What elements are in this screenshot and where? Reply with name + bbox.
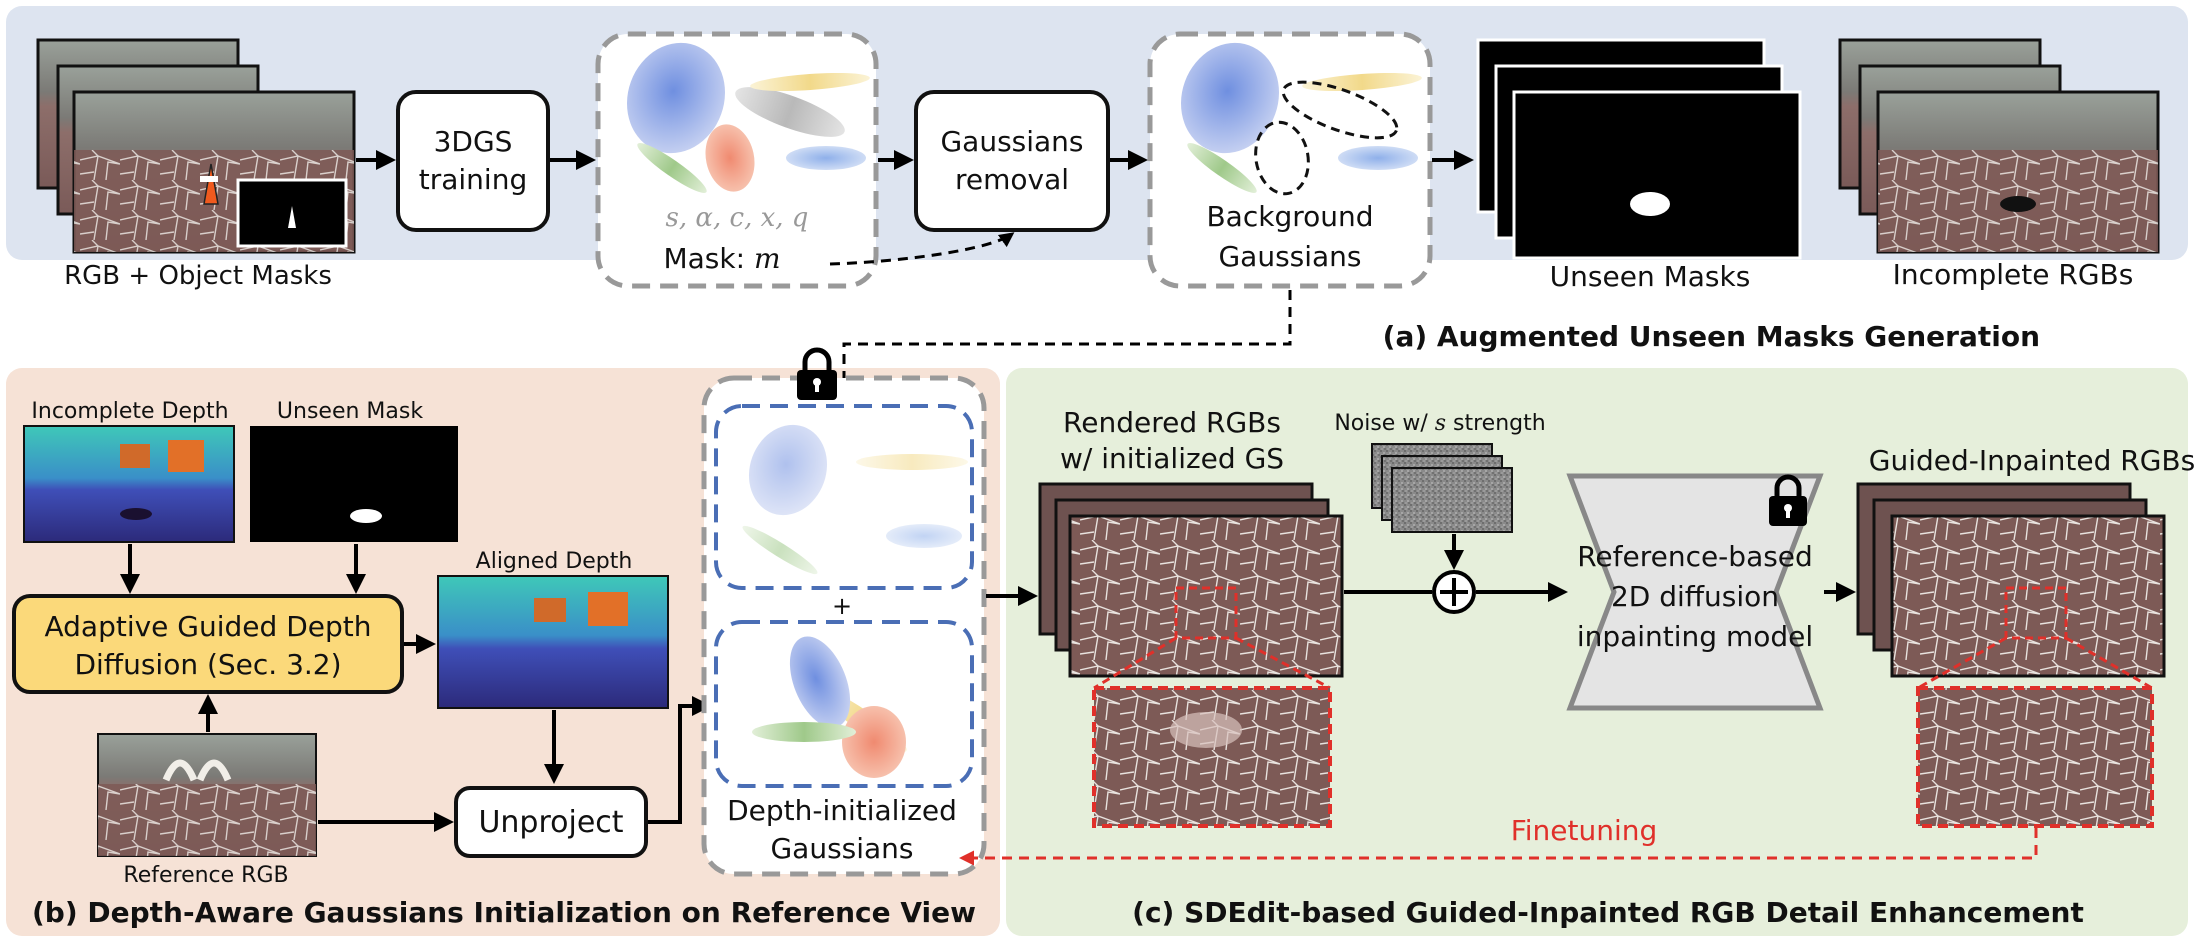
guided-zoom-crop <box>1916 686 2154 828</box>
gaussian-ellipses-background <box>1180 42 1422 196</box>
aligned-depth-label: Aligned Depth <box>476 549 633 574</box>
plus-sign: + <box>832 592 852 620</box>
mask-m-label: Mask: m <box>663 242 780 275</box>
model-line3: inpainting model <box>1577 620 1813 653</box>
incomplete-rgbs-label: Incomplete RGBs <box>1893 258 2134 291</box>
plus-circle-icon <box>1432 570 1476 614</box>
gaussians-removal-line1: Gaussians <box>940 125 1083 158</box>
3dgs-training-line2: training <box>419 163 527 196</box>
rendered-rgbs-line2: w/ initialized GS <box>1060 442 1284 475</box>
background-gaussians-line2: Gaussians <box>1218 240 1361 273</box>
depth-initialized-line2: Gaussians <box>770 832 913 865</box>
incomplete-depth-image <box>23 425 235 543</box>
unseen-mask-image <box>250 426 458 542</box>
background-gaussians-line1: Background <box>1206 200 1373 233</box>
rendered-zoom-crop <box>1092 686 1332 828</box>
unseen-masks-label: Unseen Masks <box>1550 260 1751 293</box>
unproject-label: Unproject <box>478 805 623 840</box>
gaussians-removal-box <box>914 90 1110 232</box>
rendered-rgbs-line1: Rendered RGBs <box>1063 406 1281 439</box>
incomplete-depth-label: Incomplete Depth <box>31 399 228 424</box>
gaussians-removal-line2: removal <box>955 163 1069 196</box>
aligned-depth-image <box>437 575 669 709</box>
model-line1: Reference-based <box>1577 540 1813 573</box>
unseen-mask-label: Unseen Mask <box>277 399 423 424</box>
rgb-object-masks-stack <box>36 38 356 254</box>
depth-diffusion-line1: Adaptive Guided Depth <box>44 610 371 643</box>
lock-icon <box>797 347 837 400</box>
panel-a-title: (a) Augmented Unseen Masks Generation <box>1383 320 2040 353</box>
noise-images-stack <box>1371 443 1513 533</box>
noise-strength-label: Noise w/ s strength <box>1334 411 1545 436</box>
3dgs-training-box <box>396 90 550 232</box>
gaussian-params-label: s, α, c, x, q <box>666 203 809 233</box>
reference-rgb-image <box>97 733 317 857</box>
model-line2: 2D diffusion <box>1611 580 1779 613</box>
unseen-masks-stack <box>1476 38 1802 260</box>
guided-inpainted-label: Guided-Inpainted RGBs <box>1869 444 2194 477</box>
panel-b-title: (b) Depth-Aware Gaussians Initialization… <box>32 896 976 929</box>
guided-inpainted-stack <box>1856 482 2166 678</box>
depth-initialized-line1: Depth-initialized <box>727 794 957 827</box>
diffusion-model-shape <box>1566 473 1824 711</box>
rgb-object-masks-label: RGB + Object Masks <box>64 261 332 291</box>
depth-diffusion-line2: Diffusion (Sec. 3.2) <box>74 648 341 681</box>
rendered-rgbs-stack <box>1038 482 1344 678</box>
adaptive-guided-depth-diffusion-box <box>12 594 404 694</box>
model-lock-icon <box>1769 474 1807 526</box>
gaussian-ellipses-full <box>626 42 870 193</box>
finetuning-label: Finetuning <box>1511 814 1658 847</box>
unproject-box <box>454 786 648 858</box>
faded-background-gaussians <box>742 424 968 575</box>
reference-rgb-label: Reference RGB <box>123 863 288 888</box>
incomplete-rgbs-stack <box>1838 38 2160 254</box>
panel-c-title: (c) SDEdit-based Guided-Inpainted RGB De… <box>1132 896 2084 929</box>
new-initialized-gaussians <box>752 636 907 778</box>
3dgs-training-line1: 3DGS <box>434 125 513 158</box>
